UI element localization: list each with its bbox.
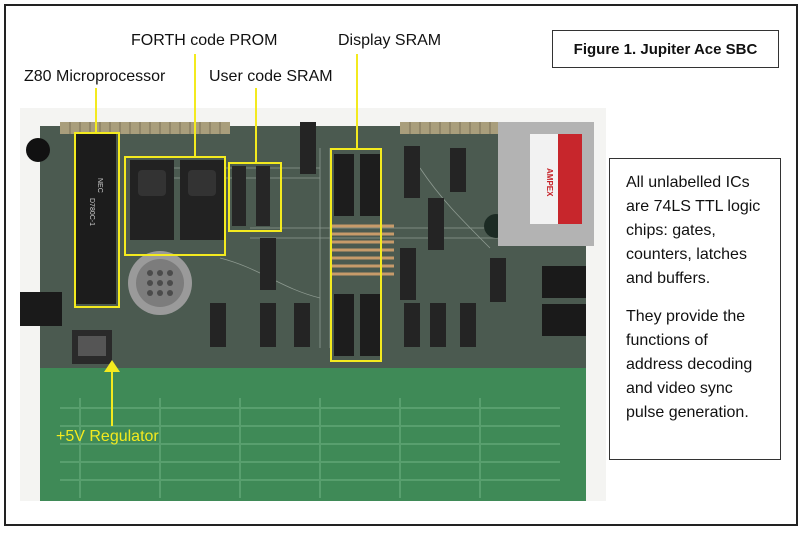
cassette-brand: AMPEX — [545, 168, 554, 197]
jack-left — [20, 292, 62, 326]
display-sram-chip-1 — [334, 154, 354, 216]
cpu-part: D780C-1 — [88, 198, 95, 226]
user-sram-highlight — [228, 162, 282, 232]
note-paragraph-1: All unlabelled ICs are 74LS TTL logic ch… — [626, 174, 761, 287]
z80-label: Z80 Microprocessor — [24, 68, 166, 85]
user-sram-label: User code SRAM — [209, 68, 333, 85]
cpu-chip — [76, 134, 116, 304]
prom-pointer — [194, 54, 196, 156]
jack-right-1 — [542, 266, 586, 298]
regulator-pointer — [111, 368, 113, 426]
regulator-arrowhead — [104, 360, 120, 372]
jupiter-ace-board-photo: NEC D780C-1 — [20, 108, 606, 501]
user-sram-pointer — [255, 88, 257, 162]
display-sram-pointer — [356, 54, 358, 148]
ttl-chips — [210, 122, 506, 347]
display-sram-chip-4 — [360, 294, 380, 356]
display-sram-highlight — [330, 148, 382, 362]
ttl-note-box: All unlabelled ICs are 74LS TTL logic ch… — [609, 158, 781, 460]
cpu-brand: NEC — [96, 178, 103, 193]
prom-highlight — [124, 156, 226, 256]
note-paragraph-2: They provide the functions of address de… — [626, 308, 753, 421]
forth-prom-label: FORTH code PROM — [131, 32, 278, 49]
regulator-label: +5V Regulator — [56, 428, 159, 445]
user-sram-chip-2 — [256, 166, 270, 226]
user-sram-chip-1 — [232, 166, 246, 226]
resistor-bank — [332, 224, 394, 276]
figure-title: Figure 1. Jupiter Ace SBC — [552, 30, 779, 68]
display-sram-chip-3 — [334, 294, 354, 356]
z80-pointer — [95, 88, 97, 132]
jack-right-2 — [542, 304, 586, 336]
display-sram-chip-2 — [360, 154, 380, 216]
capacitor — [26, 138, 50, 162]
display-sram-label: Display SRAM — [338, 32, 442, 49]
z80-highlight — [74, 132, 120, 308]
